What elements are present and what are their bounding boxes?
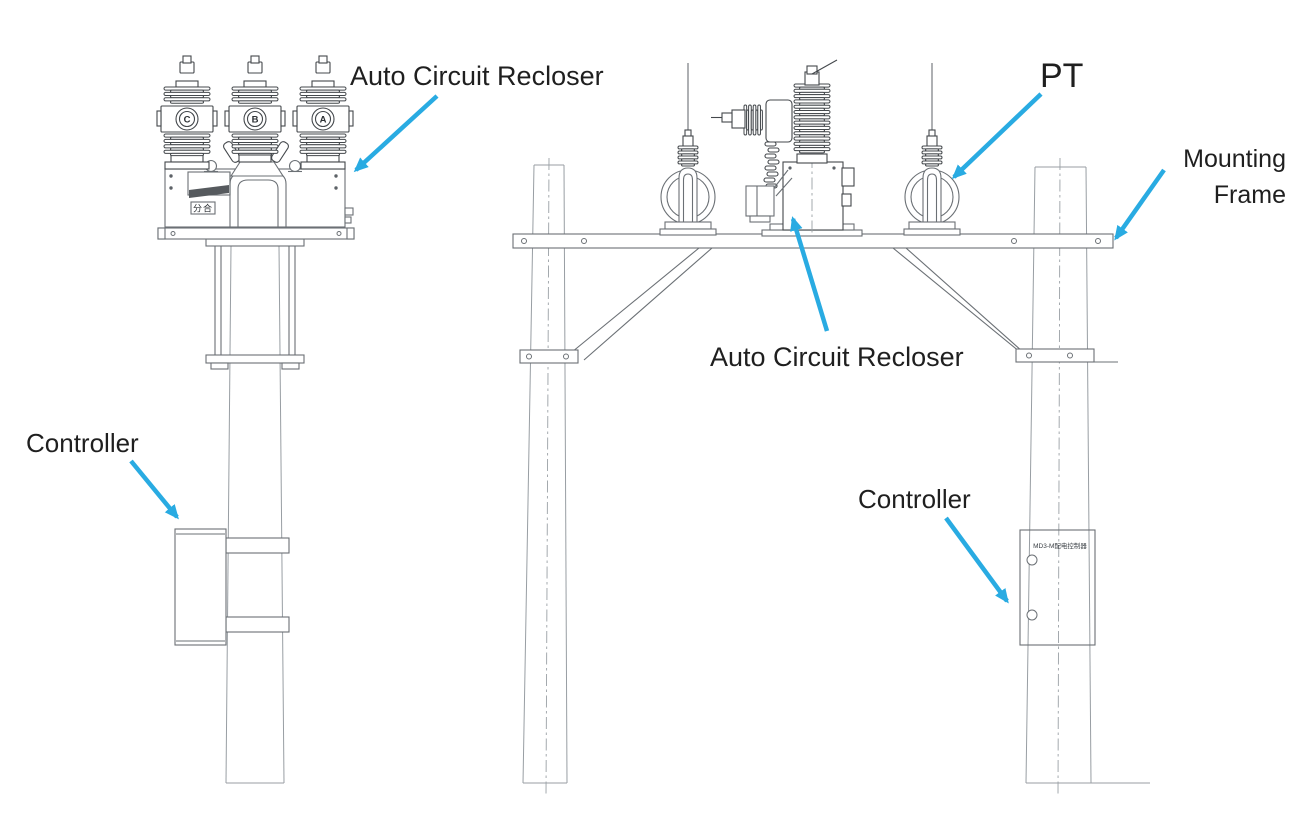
recloser-tank [164, 168, 346, 228]
label-pt: PT [1040, 57, 1083, 95]
bushing-phase-c: C [156, 55, 218, 170]
arrow-to-pt [951, 92, 1043, 180]
phase-label-b: B [252, 115, 259, 126]
controller-model-text: MD3-M配电控制器 [1033, 541, 1087, 550]
operation-plate [190, 201, 216, 215]
bushing-phase-a: A [292, 55, 354, 170]
controller-clamp-band-bottom [225, 616, 290, 633]
recloser-side-drawing [711, 59, 863, 237]
switch-lever [811, 59, 838, 75]
arrow-to-controller-right [944, 516, 1009, 604]
arrow-to-mounting-frame [1114, 168, 1166, 241]
brace-right [892, 247, 1118, 363]
arrow-to-recloser-left [353, 94, 439, 173]
recloser-mounting-plate [157, 227, 355, 240]
pt-right-drawing [903, 63, 961, 236]
callouts: Auto Circuit Recloser PT Mounting Frame … [26, 57, 1286, 604]
corrugated-cable [763, 141, 780, 189]
label-mounting-frame-line1: Mounting [1183, 145, 1286, 173]
recloser-support-frame [205, 238, 305, 370]
label-recloser-center: Auto Circuit Recloser [710, 342, 964, 372]
label-recloser-left: Auto Circuit Recloser [350, 61, 604, 91]
operation-plate-text: 分合 [193, 203, 213, 214]
label-mounting-frame-line2: Frame [1214, 181, 1286, 209]
pt-left-drawing [659, 63, 717, 236]
phase-label-c: C [184, 115, 191, 126]
label-controller-right: Controller [858, 484, 971, 514]
controller-enclosure [174, 528, 227, 646]
pole-front [225, 245, 285, 784]
controller-enclosure-right [1019, 529, 1096, 646]
pole-left-side [522, 157, 568, 797]
pole-bracket-left [519, 349, 579, 364]
recloser-front-drawing: 分合 [156, 55, 355, 240]
pole-right-side [1025, 157, 1150, 797]
bushing-phase-b: B [224, 55, 286, 163]
arrow-to-recloser-center [790, 216, 830, 332]
controller-box-left [174, 528, 290, 646]
label-controller-left: Controller [26, 428, 139, 458]
controller-clamp-band-top [225, 537, 290, 554]
brace-left [519, 247, 713, 364]
phase-label-a: A [320, 115, 327, 126]
middle-bushing-saddle [229, 161, 285, 177]
arrow-to-controller-left [129, 459, 179, 520]
right-view: MD3-M配电控制器 [512, 59, 1150, 797]
controller-box-right: MD3-M配电控制器 [1019, 529, 1096, 646]
left-view: 分合 [156, 55, 355, 784]
operator-box [745, 185, 775, 217]
pole-bracket-right [1015, 348, 1095, 363]
